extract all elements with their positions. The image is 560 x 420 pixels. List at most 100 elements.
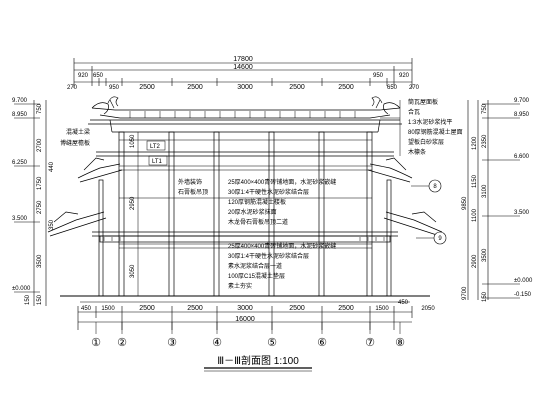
roof xyxy=(88,102,402,133)
bottom-dim-5: 3000 xyxy=(237,305,253,312)
dim-t11: 920 xyxy=(399,73,410,79)
dim-t5: 2500 xyxy=(187,84,203,91)
bottom-dim-1: 450 xyxy=(81,306,92,312)
axis-4: ④ xyxy=(212,337,222,349)
bottom-dim-2: 1500 xyxy=(101,306,115,312)
lower-floor-note-5: 素土夯实 xyxy=(228,282,252,290)
dim-t6: 3000 xyxy=(237,84,253,91)
left-dim-8: 350 xyxy=(49,219,55,230)
bottom-dim-4: 2500 xyxy=(187,305,203,312)
title-underline xyxy=(204,367,312,372)
right-dim-11: 9700 xyxy=(462,286,468,300)
right-dim-7: 1150 xyxy=(472,174,478,188)
right-dim-2: 2350 xyxy=(482,134,488,148)
left-dim-3: 1750 xyxy=(37,176,43,190)
axis-lines xyxy=(95,322,401,334)
roof-tiles xyxy=(129,111,356,118)
roof-note-6: 木檩条 xyxy=(408,148,426,156)
axis-3: ③ xyxy=(167,337,177,349)
bottom-dimensions xyxy=(77,306,413,330)
left-dim-5: 3500 xyxy=(37,254,43,268)
dim-t8: 2500 xyxy=(338,84,354,91)
dim-t4: 2500 xyxy=(139,84,155,91)
axis-1: ① xyxy=(91,337,101,349)
axis-8: ⑧ xyxy=(395,337,405,349)
dim-t1: 920 xyxy=(78,73,89,79)
ground-line xyxy=(60,295,430,303)
upper-eaves xyxy=(77,151,413,183)
left-dim-4: 2750 xyxy=(37,200,43,214)
bottom-dim-9: 450 xyxy=(398,300,409,306)
bottom-dim-7: 2500 xyxy=(338,305,354,312)
right-dim-4: 3500 xyxy=(482,248,488,262)
lower-floor-note-3: 素水泥浆结合层一道 xyxy=(228,262,282,270)
right-dim-10: 9850 xyxy=(462,196,468,210)
right-dim-9: 2900 xyxy=(472,254,478,268)
bottom-dim-6: 2500 xyxy=(289,305,305,312)
top-dimensions xyxy=(73,58,413,88)
right-elev-5: ±0.000 xyxy=(514,278,533,284)
upper-floor-note-2: 30厚1:4干硬性水泥砂浆结合层 xyxy=(228,188,309,196)
upper-floor-notes: 25厚400×400青砖铺地面，水泥砂浆嵌缝 30厚1:4干硬性水泥砂浆结合层 … xyxy=(228,178,336,226)
right-dim-3: 3100 xyxy=(482,184,488,198)
axis-5: ⑤ xyxy=(267,337,277,349)
dim-t-small-left: 270 xyxy=(67,85,78,91)
axis-2: ② xyxy=(117,337,127,349)
left-dim-2: 2700 xyxy=(37,138,43,152)
inner-dim-3050: 3050 xyxy=(130,264,136,278)
bottom-dim-right: 2050 xyxy=(421,306,435,312)
left-elev-2: 8.950 xyxy=(12,112,28,118)
callout-9-label: 9 xyxy=(438,236,442,242)
roof-note-5: 望板白砂浆层 xyxy=(408,138,444,146)
lower-eaves xyxy=(47,211,443,243)
lower-floor-note-1: 25厚400×400青砖铺地面，水泥砂浆嵌缝 xyxy=(228,242,336,250)
dim-t9: 950 xyxy=(373,73,384,79)
dim-t-small-right: 270 xyxy=(409,85,420,91)
right-elev-6: -0.150 xyxy=(514,292,532,298)
roof-note-1: 筒瓦屋面板 xyxy=(408,98,438,106)
left-elev-5: ±0.000 xyxy=(12,286,31,292)
railing xyxy=(103,237,385,241)
inner-dim-1050: 1050 xyxy=(130,134,136,148)
dim-second: 14600 xyxy=(233,64,253,71)
right-elev-1: 9.700 xyxy=(514,98,530,104)
dim-t10: 650 xyxy=(387,85,398,91)
left-dim-9: 150 xyxy=(25,294,31,305)
roof-note-4: 80厚钢筋混凝土屋面 xyxy=(408,128,463,136)
roof-note-3: 1:3水泥砂浆找平 xyxy=(408,118,452,126)
roof-notes: 筒瓦屋面板 合瓦 1:3水泥砂浆找平 80厚钢筋混凝土屋面 望板白砂浆层 木檩条 xyxy=(408,98,463,156)
inner-dim-lt1: LT1 xyxy=(152,159,163,165)
right-elevation-marks xyxy=(467,100,520,300)
roof-note-2: 合瓦 xyxy=(408,108,420,116)
lower-floor-notes: 25厚400×400青砖铺地面，水泥砂浆嵌缝 30厚1:4干硬性水泥砂浆结合层 … xyxy=(228,242,336,290)
right-dim-5: 150 xyxy=(482,291,488,302)
ridge-ornament-right xyxy=(371,96,383,109)
right-elev-3: 6.600 xyxy=(514,154,530,160)
drawing-title: Ⅲ－Ⅲ剖面图 1:100 xyxy=(217,354,299,367)
roof-note-leader xyxy=(380,100,401,156)
ridge-ornament-left xyxy=(107,96,119,109)
axis-7: ⑦ xyxy=(365,337,375,349)
inner-dim-lt2: LT2 xyxy=(150,144,161,150)
upper-floor-note-1: 25厚400×400青砖铺地面，水泥砂浆嵌缝 xyxy=(228,178,336,186)
inner-dim-2950: 2950 xyxy=(130,196,136,210)
left-dim-6: 150 xyxy=(37,294,43,305)
bottom-dim-overall: 16000 xyxy=(235,316,255,323)
left-note-2: 博缝屋檐板 xyxy=(60,139,90,147)
right-dim-1: 750 xyxy=(482,103,488,114)
inner-dim-lines xyxy=(137,132,168,296)
beams xyxy=(119,139,372,249)
left-elev-4: 3.500 xyxy=(12,216,28,222)
dim-t7: 2500 xyxy=(289,84,305,91)
upper-floor-note-5: 木龙骨石膏板吊顶二道 xyxy=(228,218,288,226)
bottom-dim-8: 1500 xyxy=(375,306,389,312)
left-dim-1: 750 xyxy=(37,103,43,114)
lower-floor-note-4: 100厚C15混凝土垫层 xyxy=(228,272,285,280)
left-note-1: 混凝土梁 xyxy=(66,128,90,136)
right-elev-2: 8.950 xyxy=(514,112,530,118)
upper-floor-note-4: 20厚水泥砂浆抹面 xyxy=(228,208,277,216)
right-dim-6: 1200 xyxy=(472,136,478,150)
right-dim-8: 1100 xyxy=(472,208,478,222)
right-elev-4: 3.500 xyxy=(514,210,530,216)
